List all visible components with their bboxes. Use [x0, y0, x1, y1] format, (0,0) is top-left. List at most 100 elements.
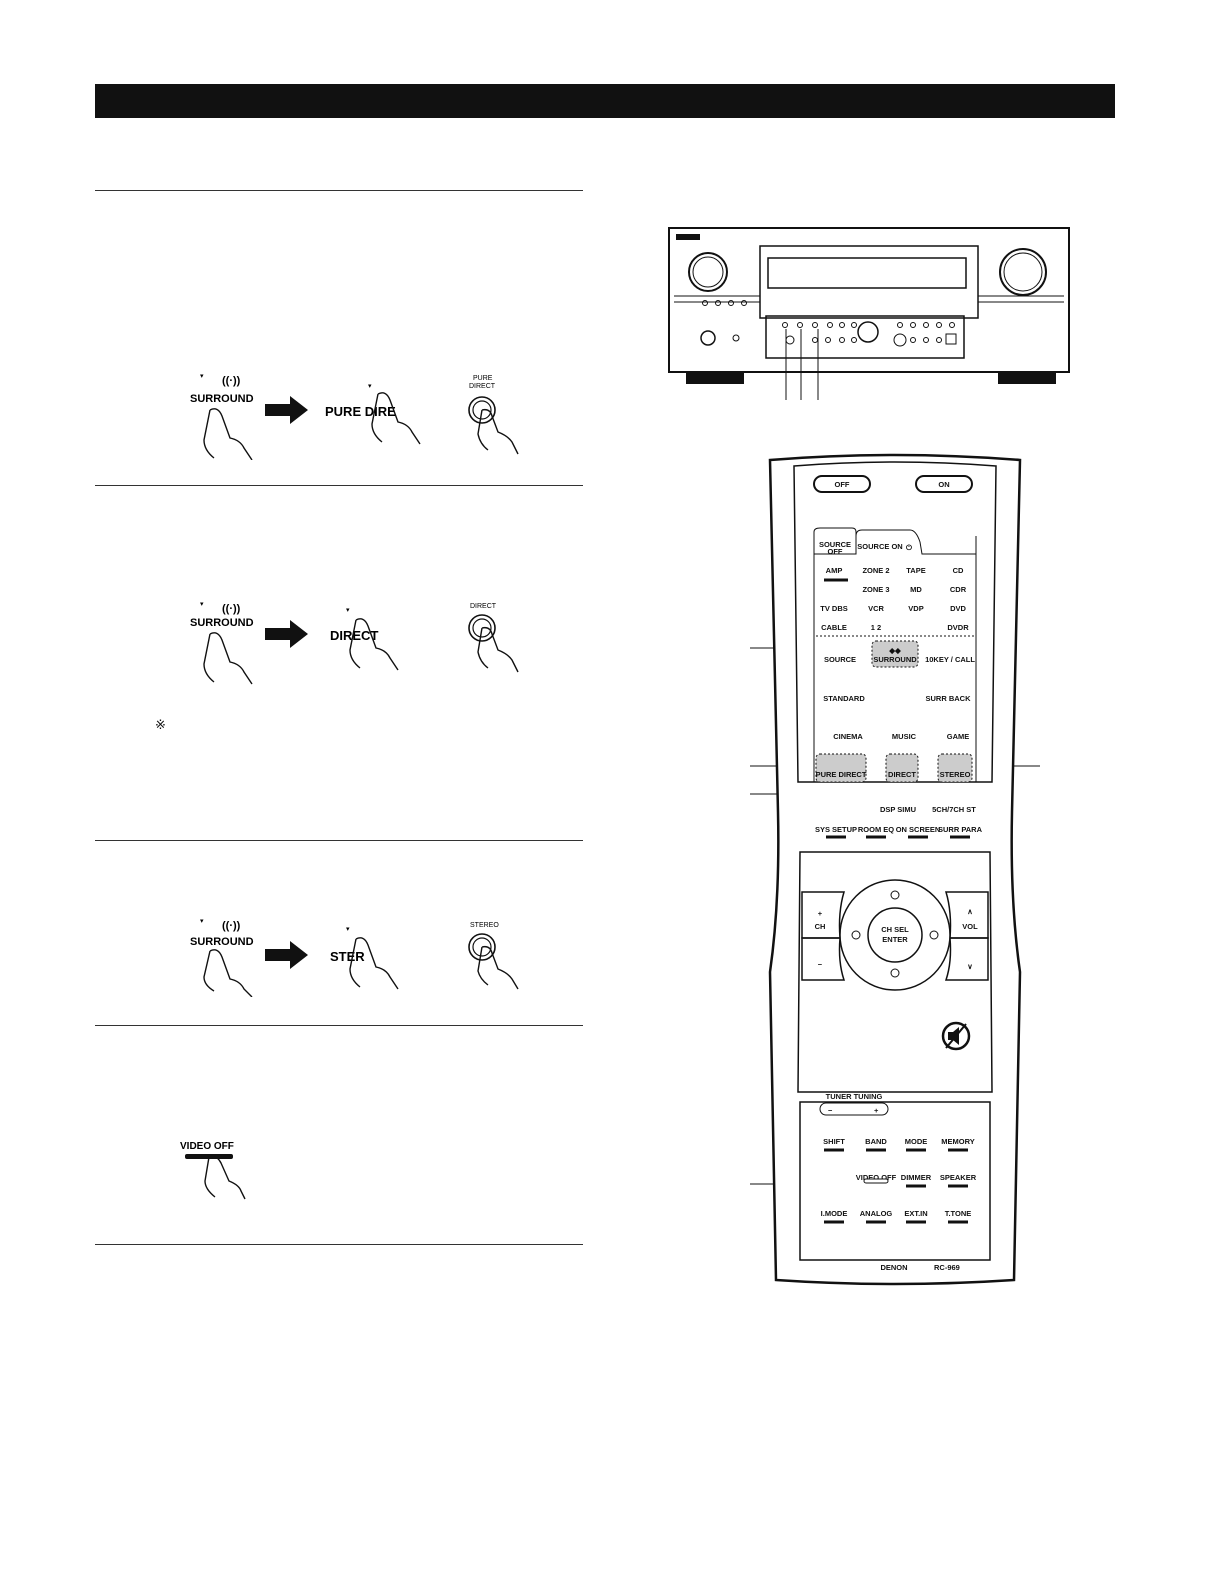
svg-text:GAME: GAME: [947, 732, 970, 741]
model-label: RC-969: [934, 1263, 960, 1272]
arrow-right-icon: [265, 941, 308, 969]
button-icon: [468, 396, 496, 424]
svg-text:▾: ▾: [200, 918, 204, 925]
function-key[interactable]: VIDEO OFF: [856, 1173, 897, 1182]
svg-text:SOURCE: SOURCE: [824, 655, 856, 664]
svg-text:▾: ▾: [346, 926, 350, 933]
source-key[interactable]: DVDR: [947, 623, 969, 632]
source-off-tab: SOURCE: [819, 540, 851, 549]
function-key[interactable]: I.MODE: [821, 1209, 848, 1218]
stereo-button-highlight: [937, 753, 973, 783]
source-on-tab: SOURCE ON: [857, 542, 902, 551]
function-key[interactable]: MEMORY: [941, 1137, 974, 1146]
section-divider: [95, 840, 583, 841]
pure-direct-button-highlight: [815, 753, 867, 783]
svg-text:▾: ▾: [200, 601, 204, 608]
svg-text:((·)): ((·)): [222, 920, 241, 932]
video-off-remote-key: [863, 1178, 889, 1184]
svg-text:((·)): ((·)): [222, 375, 241, 387]
mode-label: STER: [330, 949, 365, 964]
button-icon: [468, 933, 496, 961]
setup-key[interactable]: ROOM EQ: [858, 825, 894, 834]
front-door: [765, 315, 965, 359]
mode-label: PURE DIRE: [325, 404, 396, 419]
source-key[interactable]: CDR: [950, 585, 967, 594]
section-divider: [95, 190, 583, 191]
source-key[interactable]: VCR: [868, 604, 884, 613]
source-key[interactable]: DVD: [950, 604, 966, 613]
svg-text:OFF: OFF: [828, 547, 843, 556]
pure-direct-illustration: ▾ ((·)) SURROUND PURE DIRE ▾ PURE DIRECT: [160, 370, 560, 461]
source-key[interactable]: TV DBS: [820, 604, 848, 613]
function-key[interactable]: EXT.IN: [904, 1209, 927, 1218]
svg-text:−: −: [828, 1106, 833, 1115]
surround-button: SURROUND: [873, 655, 917, 664]
function-key[interactable]: MODE: [905, 1137, 928, 1146]
svg-text:+: +: [818, 909, 823, 918]
surround-label: SURROUND: [190, 617, 254, 629]
svg-text:▾: ▾: [200, 373, 204, 380]
source-key[interactable]: CD: [953, 566, 964, 575]
button-icon: [468, 614, 496, 642]
svg-text:+: +: [874, 1106, 879, 1115]
svg-text:ENTER: ENTER: [882, 935, 908, 944]
surround-label: SURROUND: [190, 393, 254, 405]
stereo-button: STEREO: [940, 770, 971, 779]
svg-text:CINEMA: CINEMA: [833, 732, 863, 741]
svg-text:◆◆: ◆◆: [888, 646, 902, 655]
svg-text:STANDARD: STANDARD: [823, 694, 865, 703]
display-window: [767, 257, 967, 289]
svg-text:∧: ∧: [967, 907, 973, 916]
direct-button: DIRECT: [888, 770, 916, 779]
hand-icon: [477, 408, 519, 455]
select-dial: [857, 321, 879, 343]
svg-text:▾: ▾: [346, 607, 350, 614]
hand-icon: [203, 949, 253, 998]
setup-key[interactable]: SURR PARA: [938, 825, 983, 834]
button-caption: DIRECT: [469, 383, 496, 390]
source-key[interactable]: VDP: [908, 604, 923, 613]
off-button: [813, 475, 871, 493]
svg-text:▾: ▾: [368, 383, 372, 390]
setup-key[interactable]: SYS SETUP: [815, 825, 857, 834]
source-key[interactable]: TAPE: [906, 566, 925, 575]
remote-control: OFF ON SOURCE OFF SOURCE ON ⏻ AMP ZONE 2 T…: [764, 452, 1026, 1287]
function-key[interactable]: SPEAKER: [940, 1173, 977, 1182]
svg-text:CH: CH: [815, 922, 826, 931]
function-key[interactable]: SHIFT: [823, 1137, 845, 1146]
svg-text:TUNER TUNING: TUNER TUNING: [826, 1092, 883, 1101]
function-key[interactable]: BAND: [865, 1137, 887, 1146]
section-divider: [95, 1244, 583, 1245]
video-off-illustration: VIDEO OFF: [175, 1137, 295, 1207]
source-key[interactable]: 1 2: [871, 623, 881, 632]
source-key[interactable]: ZONE 2: [862, 566, 889, 575]
arrow-right-icon: [265, 620, 308, 648]
function-key[interactable]: T.TONE: [945, 1209, 972, 1218]
power-button: [700, 330, 716, 346]
video-off-label: VIDEO OFF: [180, 1141, 234, 1152]
button-caption: PURE: [473, 375, 493, 382]
button-caption: DIRECT: [470, 603, 497, 610]
power-icon: ⏻: [906, 543, 913, 552]
function-key[interactable]: ANALOG: [860, 1209, 893, 1218]
source-key[interactable]: MD: [910, 585, 922, 594]
input-knob: [688, 252, 728, 292]
svg-text:OFF: OFF: [835, 480, 850, 489]
surround-button-highlight: [871, 640, 919, 668]
svg-text:MUSIC: MUSIC: [892, 732, 917, 741]
svg-text:ON: ON: [938, 480, 949, 489]
volume-knob: [999, 248, 1047, 296]
setup-key[interactable]: ON SCREEN: [896, 825, 941, 834]
pure-direct-button: PURE DIRECT: [816, 770, 867, 779]
source-key[interactable]: AMP: [826, 566, 843, 575]
source-key[interactable]: CABLE: [821, 623, 847, 632]
display-frame: [759, 245, 979, 319]
function-key[interactable]: DIMMER: [901, 1173, 932, 1182]
source-key[interactable]: ZONE 3: [862, 585, 889, 594]
note-mark: ※: [155, 717, 166, 732]
hand-icon: [204, 1155, 246, 1200]
svg-text:5CH/7CH ST: 5CH/7CH ST: [932, 805, 976, 814]
hand-icon: [371, 392, 421, 445]
brand-label: DENON: [880, 1263, 907, 1272]
hand-icon: [477, 626, 519, 673]
